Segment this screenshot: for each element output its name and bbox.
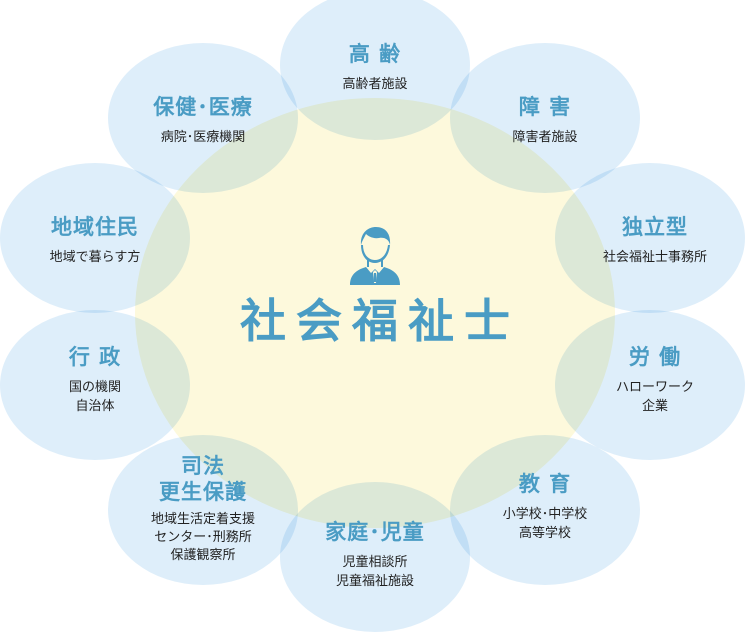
node-subtitle: 病院･医療機関 [160, 129, 246, 145]
center-title: 社会福祉士 [240, 294, 520, 348]
node-labor: 労 働 ハローワーク 企業 [560, 305, 750, 455]
node-subtitle: 地域で暮らす方 [49, 249, 141, 265]
node-title: 労 働 [628, 345, 682, 369]
node-circle-health-medical [108, 43, 298, 193]
node-administration: 行 政 国の機関 自治体 [0, 305, 190, 455]
node-title: 行 政 [68, 345, 122, 369]
node-subtitle: 高齢者施設 [342, 76, 408, 92]
node-circle-justice [108, 435, 298, 585]
node-elderly: 高 齢 高齢者施設 [280, 0, 470, 142]
node-subtitle: 社会福祉士事務所 [602, 249, 707, 265]
node-family-child: 家庭･児童 児童相談所 児童福祉施設 [280, 480, 470, 630]
node-subtitle: 小学校･中学校 高等学校 [502, 507, 588, 541]
node-education: 教 育 小学校･中学校 高等学校 [450, 432, 640, 582]
node-residents: 地域住民 地域で暮らす方 [0, 165, 190, 315]
node-title: 障 害 [518, 94, 572, 119]
node-circle-elderly [280, 0, 470, 140]
node-title: 家庭･児童 [325, 520, 425, 544]
node-subtitle: 児童相談所 児童福祉施設 [335, 555, 414, 589]
node-subtitle: 地域生活定着支援 センター･刑務所 保護観察所 [150, 512, 255, 563]
node-circle-education [450, 435, 640, 585]
node-subtitle: 障害者施設 [512, 129, 578, 145]
node-circle-residents [0, 163, 190, 313]
node-disability: 障 害 障害者施設 [450, 45, 640, 195]
node-subtitle: 国の機関 自治体 [68, 380, 121, 414]
node-justice: 司法 更生保護 地域生活定着支援 センター･刑務所 保護観察所 [108, 434, 298, 584]
center-content: 社会福祉士 [215, 225, 535, 385]
person-icon [350, 227, 400, 285]
node-subtitle: ハローワーク 企業 [615, 380, 694, 414]
node-title: 高 齢 [348, 41, 402, 66]
node-health-medical: 保健･医療 病院･医療機関 [108, 45, 298, 195]
node-title: 司法 更生保護 [159, 454, 247, 504]
node-title: 保健･医療 [153, 94, 253, 119]
node-title: 独立型 [622, 214, 688, 239]
node-independent: 独立型 社会福祉士事務所 [560, 165, 750, 315]
node-circle-disability [450, 43, 640, 193]
node-title: 教 育 [518, 472, 572, 496]
node-circle-administration [0, 310, 190, 460]
node-circle-labor [555, 310, 745, 460]
node-circle-family-child [280, 482, 470, 632]
node-title: 地域住民 [51, 214, 139, 239]
node-circle-independent [555, 163, 745, 313]
